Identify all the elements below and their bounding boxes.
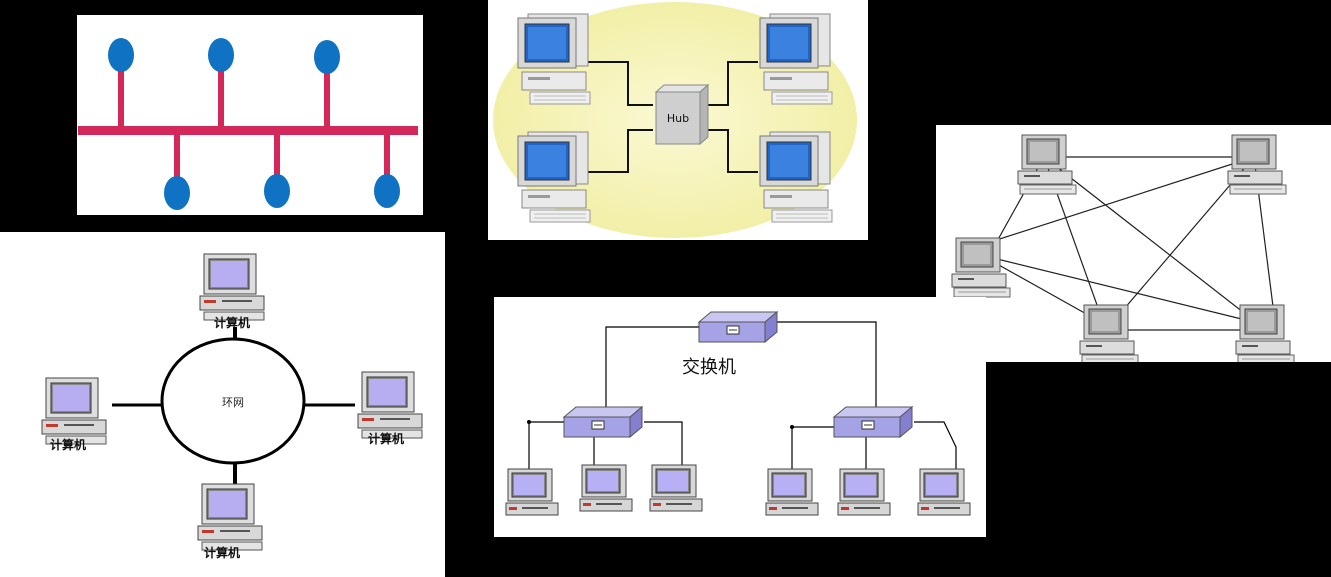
computer-icon [1017, 134, 1077, 195]
computer-icon [517, 131, 591, 223]
computer-icon [1235, 304, 1295, 362]
computer-label: 计算机 [204, 545, 240, 560]
switch-links [528, 321, 957, 469]
ring-topology-diagram: 环网 计算机 计算机 计算机 计算机 [41, 253, 423, 560]
mesh-topology-panel [936, 125, 1331, 362]
bus-node [208, 38, 234, 72]
star-topology-panel: Hub [488, 0, 868, 240]
switch-icon [563, 406, 643, 438]
switch-tree-diagram: 交换机 [505, 311, 971, 516]
computer-label: 计算机 [214, 315, 250, 330]
computer-icon [357, 371, 423, 439]
mesh-topology-diagram [951, 134, 1295, 362]
ring-circle [160, 337, 306, 465]
switch-icon [698, 311, 778, 343]
computer-icon [199, 253, 265, 321]
switch-icon [833, 406, 913, 438]
computer-icon [1079, 304, 1139, 362]
ring-topology-panel: 环网 计算机 计算机 计算机 计算机 [0, 232, 445, 577]
cable-line [588, 129, 653, 173]
computer-label: 计算机 [368, 431, 404, 446]
bus-drop-line [118, 67, 124, 129]
computer-icon [505, 468, 559, 516]
computer-label: 计算机 [50, 437, 86, 452]
switch-label: 交换机 [682, 357, 736, 378]
computer-icon [197, 483, 263, 551]
cable-line [700, 129, 758, 173]
computer-icon [837, 468, 891, 516]
bus-drop-line [274, 133, 280, 191]
computer-icon [649, 464, 703, 512]
bus-drop-line [174, 133, 180, 191]
bus-topology-panel [77, 15, 423, 215]
bus-backbone-line [78, 126, 418, 135]
computer-icon [517, 13, 591, 105]
bus-topology-diagram [78, 38, 418, 210]
computer-icon [765, 468, 819, 516]
bus-node [108, 38, 134, 72]
cable-line [700, 61, 758, 106]
computer-icon [41, 377, 107, 445]
bus-drop-line [324, 67, 330, 129]
bus-node [164, 176, 190, 210]
bus-node [314, 40, 340, 74]
computer-icon [759, 131, 833, 223]
ring-label: 环网 [222, 396, 244, 409]
switch-tree-panel: 交换机 [494, 297, 986, 537]
bus-node [264, 174, 290, 208]
cable-line [588, 61, 653, 106]
computer-icon [917, 468, 971, 516]
bus-drop-line [384, 133, 390, 191]
bus-node [374, 174, 400, 208]
computer-icon [759, 13, 833, 105]
computer-icon [579, 464, 633, 512]
computer-icon [951, 237, 1011, 298]
star-topology-diagram: Hub [493, 2, 857, 238]
hub-label: Hub [667, 112, 689, 125]
computer-icon [1227, 134, 1287, 195]
bus-drop-line [218, 67, 224, 129]
